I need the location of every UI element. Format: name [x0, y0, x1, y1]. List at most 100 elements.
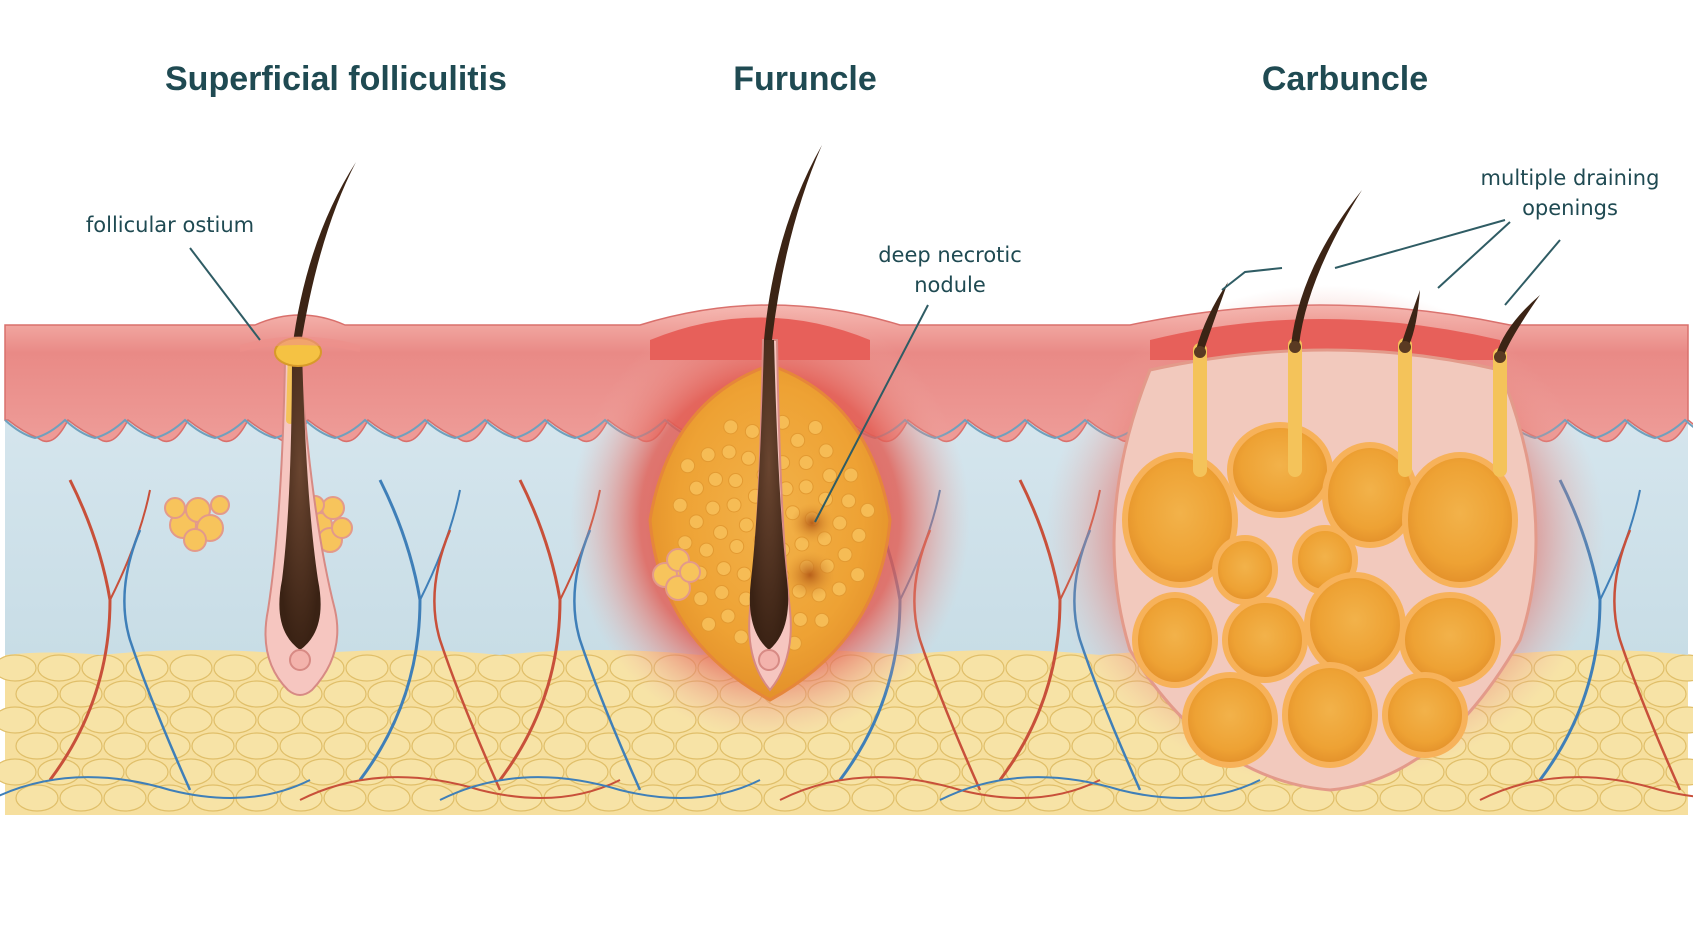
fat-lobule	[37, 654, 81, 682]
vessel	[439, 776, 761, 801]
fat-lobule	[59, 680, 103, 708]
callout-deep-necrotic-nodule-line1: deep necrotic	[878, 243, 1022, 267]
fat-lobule	[1511, 732, 1555, 760]
vessel	[48, 479, 112, 781]
fat-lobule	[411, 732, 455, 760]
fat-lobule	[653, 758, 697, 786]
abscess-pocket	[1212, 535, 1278, 605]
fat-lobule	[961, 706, 1005, 734]
pus-granule	[688, 480, 704, 496]
epidermal-bump	[240, 336, 360, 352]
title-superficial-folliculitis: Superficial folliculitis	[165, 60, 507, 98]
vessel	[1479, 776, 1693, 801]
fat-lobule	[103, 732, 147, 760]
abscess-pocket	[1122, 452, 1238, 588]
pus-granule	[701, 616, 717, 632]
abscess-pocket	[1382, 672, 1468, 758]
carbuncle-illustration	[1045, 190, 1605, 792]
fat-lobule	[1445, 758, 1489, 786]
callout-multiple-draining-openings: multiple draining openings	[1460, 163, 1680, 223]
vessel	[939, 776, 1261, 801]
fat-lobule	[389, 654, 433, 682]
vessel	[123, 529, 192, 791]
fat-lobule	[1115, 732, 1159, 760]
fat-lobule	[741, 758, 785, 786]
fat-lobule	[411, 784, 455, 812]
fat-lobule	[851, 784, 895, 812]
fat-lobule	[873, 758, 917, 786]
pus-granule	[713, 524, 729, 540]
fat-lobule	[279, 732, 323, 760]
pus-granule	[790, 432, 806, 448]
fat-lobule	[367, 732, 411, 760]
fat-lobule	[895, 784, 939, 812]
fat-lobule	[125, 758, 169, 786]
fat-lobule	[1665, 758, 1693, 786]
fat-lobule	[1577, 654, 1621, 682]
pus-granule	[736, 566, 752, 582]
fat-lobule	[367, 784, 411, 812]
fat-lobule	[125, 654, 169, 682]
pus-granule	[831, 581, 847, 597]
pus-granule	[798, 479, 814, 495]
fat-lobule	[37, 706, 81, 734]
abscess-pocket	[1222, 597, 1308, 683]
fat-lobule	[345, 706, 389, 734]
fat-lobule	[301, 706, 345, 734]
abscess-pocket	[1182, 672, 1278, 768]
draining-opening	[1399, 341, 1411, 353]
leader-opening-4	[1504, 239, 1561, 306]
fat-lobule	[389, 706, 433, 734]
pus-granule	[700, 447, 716, 463]
carbuncle-hair	[1196, 282, 1228, 350]
fat-lobule	[147, 732, 191, 760]
fat-lobule	[1049, 706, 1093, 734]
pus-granule	[714, 585, 730, 601]
fat-lobule	[103, 680, 147, 708]
fat-lobule	[565, 654, 609, 682]
fat-lobule	[939, 680, 983, 708]
fat-lobule	[1005, 706, 1049, 734]
furuncle-hair-shaft	[764, 145, 822, 340]
leader-lines	[189, 219, 1561, 523]
fat-lobule	[477, 654, 521, 682]
fat-lobule	[0, 654, 37, 682]
fat-lobule	[433, 706, 477, 734]
hair-root	[279, 350, 321, 650]
leader-necrotic-nodule	[814, 304, 929, 523]
fat-lobule	[235, 732, 279, 760]
pus-granule	[837, 547, 853, 563]
pus-granule	[680, 458, 696, 474]
leader-opening-3	[1437, 221, 1511, 289]
fat-lobule	[1071, 732, 1115, 760]
abscess-pocket	[1132, 592, 1218, 688]
fat-lobule	[125, 706, 169, 734]
pus-granule	[832, 515, 848, 531]
fat-lobule	[1093, 758, 1137, 786]
carbuncle-hair	[1401, 290, 1420, 345]
fat-lobule	[1005, 654, 1049, 682]
fat-lobule	[1643, 784, 1687, 812]
fat-lobule	[675, 732, 719, 760]
abscess-pocket	[1399, 592, 1501, 688]
pus-granule	[716, 561, 732, 577]
pus-granule	[850, 567, 866, 583]
pus-granule	[738, 517, 754, 533]
necrotic-core-upper	[790, 503, 834, 543]
fat-lobule	[939, 784, 983, 812]
pus-granule	[723, 419, 739, 435]
fat-lobule	[1599, 784, 1643, 812]
abscess-pocket	[1402, 452, 1518, 588]
furuncle-dermal-papilla	[758, 649, 780, 671]
carbuncle-hairs	[1193, 190, 1540, 477]
vessel	[299, 776, 621, 801]
fat-lobule	[1489, 758, 1533, 786]
fat-lobule	[1555, 784, 1599, 812]
pus-granule	[707, 471, 723, 487]
pus-granule	[860, 502, 876, 518]
draining-opening	[1289, 341, 1301, 353]
fat-lobule	[499, 680, 543, 708]
vessel	[1613, 529, 1682, 791]
fat-lobule	[1577, 706, 1621, 734]
